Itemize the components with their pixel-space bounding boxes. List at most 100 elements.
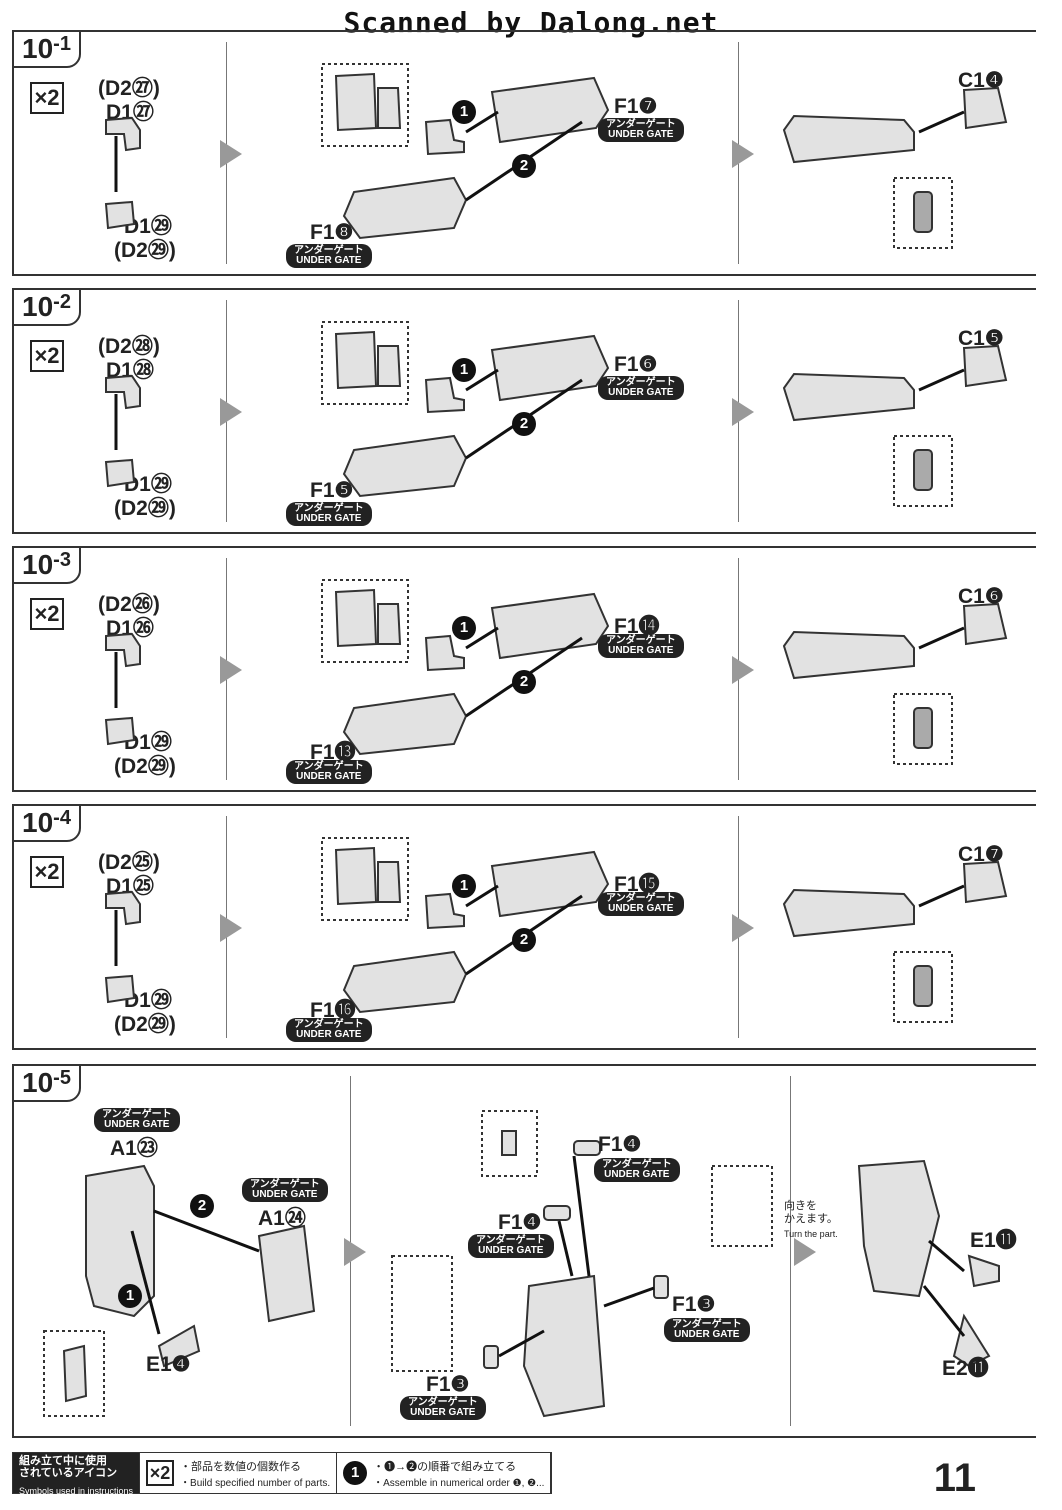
part-label: F1⓭: [310, 741, 356, 764]
turn-hint-en: Turn the part.: [784, 1229, 838, 1239]
order-badge-1: 1: [452, 100, 476, 124]
part-label: E1❹: [146, 1353, 191, 1376]
part-label: (D2㉙): [114, 1013, 176, 1036]
d1-part-bottom: [104, 974, 136, 1004]
step-number: 10-5: [12, 1064, 81, 1102]
d1-part-bottom: [104, 458, 136, 488]
next-step-arrow: [732, 398, 754, 426]
part-label: A1㉔: [258, 1207, 306, 1230]
assembled-frame: [522, 1274, 606, 1418]
d1-part-bottom: [104, 716, 136, 746]
next-step-arrow: [220, 914, 242, 942]
d1-part: [105, 632, 141, 668]
d1-part: [105, 890, 141, 926]
next-step-arrow: [220, 398, 242, 426]
part-label: F1❸: [426, 1373, 470, 1396]
step5-diagram: [43, 1110, 1000, 1418]
next-step-arrow: [732, 656, 754, 684]
part-label: D1㉙: [124, 215, 172, 238]
next-step-arrow: [732, 140, 754, 168]
multiply-icon: ×2: [30, 82, 64, 114]
order-badge-1: 1: [452, 616, 476, 640]
part-label: F1❺: [310, 479, 354, 502]
step-number: 10-3: [12, 546, 81, 584]
order-badge-2: 2: [512, 412, 536, 436]
upper-frame-part: [490, 334, 610, 402]
part-label: F1⓰: [310, 999, 356, 1022]
page-number: 11: [933, 1456, 976, 1500]
next-step-arrow: [794, 1238, 816, 1266]
part-label: (D2㉘): [98, 335, 160, 358]
part-label: C1❻: [958, 585, 1004, 608]
part-label: F1⓯: [614, 873, 660, 896]
upper-frame-part: [490, 76, 610, 144]
next-step-arrow: [344, 1238, 366, 1266]
multiply-icon: ×2: [146, 1460, 175, 1486]
assembly-diagram: [104, 63, 1008, 249]
d1-part: [105, 374, 141, 410]
part-label: (D2㉖): [98, 593, 160, 616]
step-panel-10-1: 10-1 ×2 (D2㉗) D1㉗ D1㉙ (D2㉙): [12, 30, 1036, 276]
step-number: 10-4: [12, 804, 81, 842]
a1-frame-part: [85, 1164, 155, 1318]
part-label: E1⓫: [970, 1229, 1017, 1252]
part-label: C1❺: [958, 327, 1004, 350]
d1-part-bottom: [104, 200, 136, 230]
assembled-frame-part: [782, 372, 915, 422]
lower-frame-part: [342, 176, 468, 240]
assembly-diagram: [104, 579, 1008, 765]
cap-part: [962, 344, 1008, 388]
lower-frame-part: [342, 692, 468, 756]
next-step-arrow: [220, 656, 242, 684]
connector-part: [424, 376, 465, 414]
part-label: (D2㉙): [114, 497, 176, 520]
order-badge-2: 2: [512, 928, 536, 952]
part-label: D1㉙: [124, 731, 172, 754]
next-step-arrow: [220, 140, 242, 168]
upper-frame-part: [490, 850, 610, 918]
cap-part: [962, 602, 1008, 646]
step-panel-10-2: 10-2 ×2 (D2㉘) D1㉘ D1㉙ (D2㉙): [12, 288, 1036, 534]
part-label: A1㉓: [110, 1137, 158, 1160]
watermark: Scanned by Dalong.net: [343, 6, 719, 39]
part-label: F1❸: [672, 1293, 716, 1316]
assembly-diagram: [104, 837, 1008, 1023]
order-badge-2: 2: [512, 670, 536, 694]
part-label: D1㉙: [124, 989, 172, 1012]
order-badge-1: 1: [452, 358, 476, 382]
part-label: (D2㉗): [98, 77, 160, 100]
lower-frame-part: [342, 950, 468, 1014]
assembled-frame-part: [782, 630, 915, 680]
part-label: F1❽: [310, 221, 354, 244]
multiply-icon: ×2: [30, 340, 64, 372]
next-step-arrow: [732, 914, 754, 942]
order-badge-1: 1: [452, 874, 476, 898]
multiply-icon: ×2: [30, 856, 64, 888]
step-panel-10-5: 10-5: [12, 1064, 1036, 1438]
part-label: F1❼: [614, 95, 658, 118]
cap-part: [962, 86, 1008, 130]
lower-frame-part: [342, 434, 468, 498]
e1-part: [157, 1324, 201, 1368]
step-panel-10-4: 10-4 ×2 (D2㉕) D1㉕ D1㉙ (D2㉙): [12, 804, 1036, 1050]
connector-part: [424, 892, 465, 930]
part-label: (D2㉕): [98, 851, 160, 874]
part-label: D1㉙: [124, 473, 172, 496]
part-label: F1⓮: [614, 615, 660, 638]
turn-hint-jp: 向きを かえます。: [784, 1200, 838, 1225]
a1-side-panel: [257, 1224, 316, 1323]
order-badge-2: 2: [190, 1194, 214, 1218]
part-label: F1❹: [598, 1133, 642, 1156]
step-number: 10-2: [12, 288, 81, 326]
